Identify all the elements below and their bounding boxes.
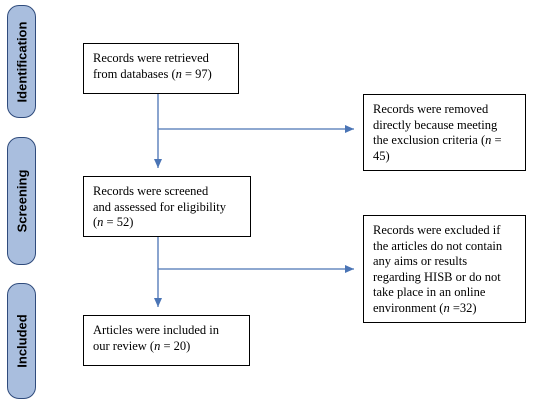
box-line: directly because meeting [373, 117, 498, 132]
box-line: regarding HISB or do not [373, 269, 501, 284]
box-line: our review (n = 20) [93, 338, 191, 353]
box-line: Records were excluded if [373, 223, 501, 237]
box-records-retrieved: Records were retrieved from databases (n… [83, 43, 239, 94]
stage-included: Included [7, 283, 36, 399]
box-line: environment (n =32) [373, 300, 477, 315]
box-line: Records were removed [373, 102, 489, 116]
box-line: Records were retrieved [93, 51, 209, 65]
box-line: 45) [373, 148, 390, 163]
box-line: from databases (n = 97) [93, 66, 212, 81]
stage-screening: Screening [7, 137, 36, 265]
box-line: any aims or results [373, 254, 468, 268]
stage-identification: Identification [7, 5, 36, 118]
box-line: the exclusion criteria (n = [373, 133, 502, 147]
box-line: (n = 52) [93, 215, 134, 229]
box-records-screened: Records were screened and assessed for e… [83, 176, 251, 237]
box-line: take place in an online [373, 285, 486, 299]
box-records-excluded: Records were excluded if the articles do… [363, 215, 526, 323]
box-line: Records were screened [93, 184, 209, 198]
box-line: and assessed for eligibility [93, 199, 226, 214]
box-line: Articles were included in [93, 323, 219, 337]
box-articles-included: Articles were included in our review (n … [83, 315, 250, 366]
box-line: the articles do not contain [373, 238, 503, 253]
box-records-removed: Records were removed directly because me… [363, 94, 526, 171]
